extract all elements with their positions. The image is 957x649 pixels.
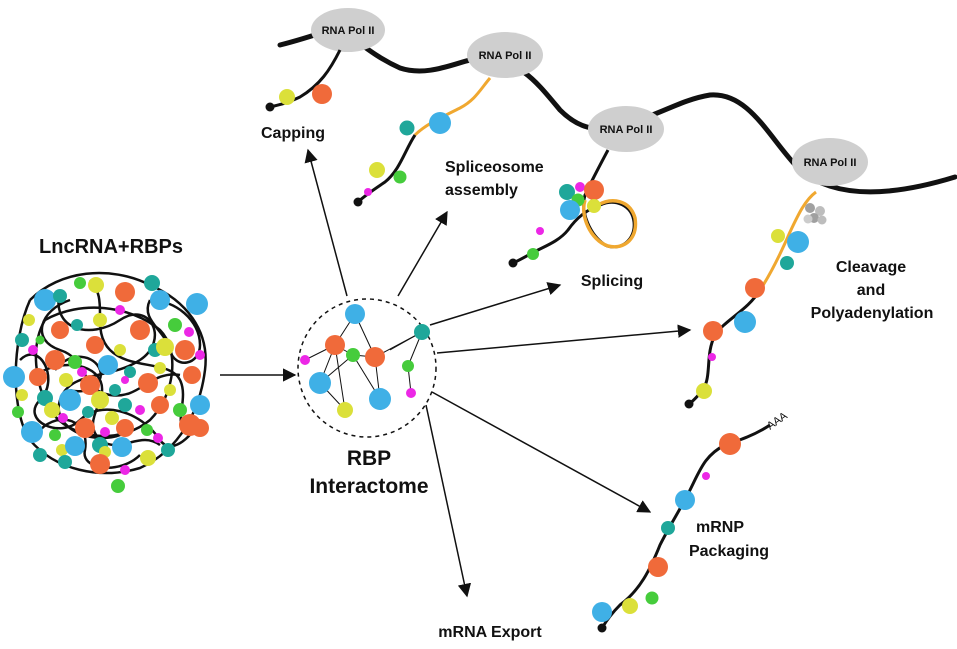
capping-label: Capping	[261, 125, 325, 142]
spliceosome-assembly-label-line2: assembly	[445, 182, 518, 199]
mrnp-packaging-label-line2: Packaging	[689, 543, 769, 560]
lncrna-rbp-label: LncRNA+RBPs	[39, 236, 183, 258]
mrna-export-label: mRNA Export	[438, 624, 542, 641]
poly-a-tail-label: AAA	[765, 410, 790, 433]
splicing-label: Splicing	[581, 273, 643, 290]
arrow-to-spliceosome	[397, 210, 448, 297]
cleavage-label-line3: Polyadenylation	[811, 305, 934, 322]
rbp-interactome-network	[297, 298, 437, 438]
rna-pol-ii-2: RNA Pol II	[467, 32, 543, 78]
mrnp-packaging-label-line1: mRNP	[696, 519, 744, 536]
rbp-interactome-label-line1: RBP	[347, 447, 391, 470]
svg-text:RNA Pol II: RNA Pol II	[804, 157, 857, 169]
rna-pol-ii-1: RNA Pol II	[311, 8, 385, 52]
rbp-interactome-label-line2: Interactome	[309, 475, 428, 498]
mrnp-transcript: AAA	[592, 410, 790, 633]
arrow-to-export	[425, 404, 472, 598]
arrow-to-mrnp	[431, 391, 652, 513]
svg-text:RNA Pol II: RNA Pol II	[322, 25, 375, 37]
arrow-to-cleavage	[436, 324, 692, 354]
lncrna-rbp-blob	[3, 271, 210, 493]
spliceosome-assembly-transcript	[353, 77, 492, 207]
cleavage-complex-icon	[803, 203, 827, 225]
rna-pol-ii-3: RNA Pol II	[588, 106, 664, 152]
spliceosome-assembly-label-line1: Spliceosome	[445, 159, 544, 176]
cleavage-transcript	[684, 190, 827, 409]
svg-text:RNA Pol II: RNA Pol II	[479, 50, 532, 62]
cleavage-label-line2: and	[857, 282, 885, 299]
capping-transcript	[265, 49, 342, 112]
arrow-to-capping	[304, 148, 348, 297]
arrow-to-splicing	[429, 282, 562, 326]
cleavage-label-line1: Cleavage	[836, 259, 906, 276]
splicing-transcript	[508, 149, 638, 268]
svg-text:RNA Pol II: RNA Pol II	[600, 124, 653, 136]
rna-pol-ii-4: RNA Pol II	[792, 138, 868, 186]
